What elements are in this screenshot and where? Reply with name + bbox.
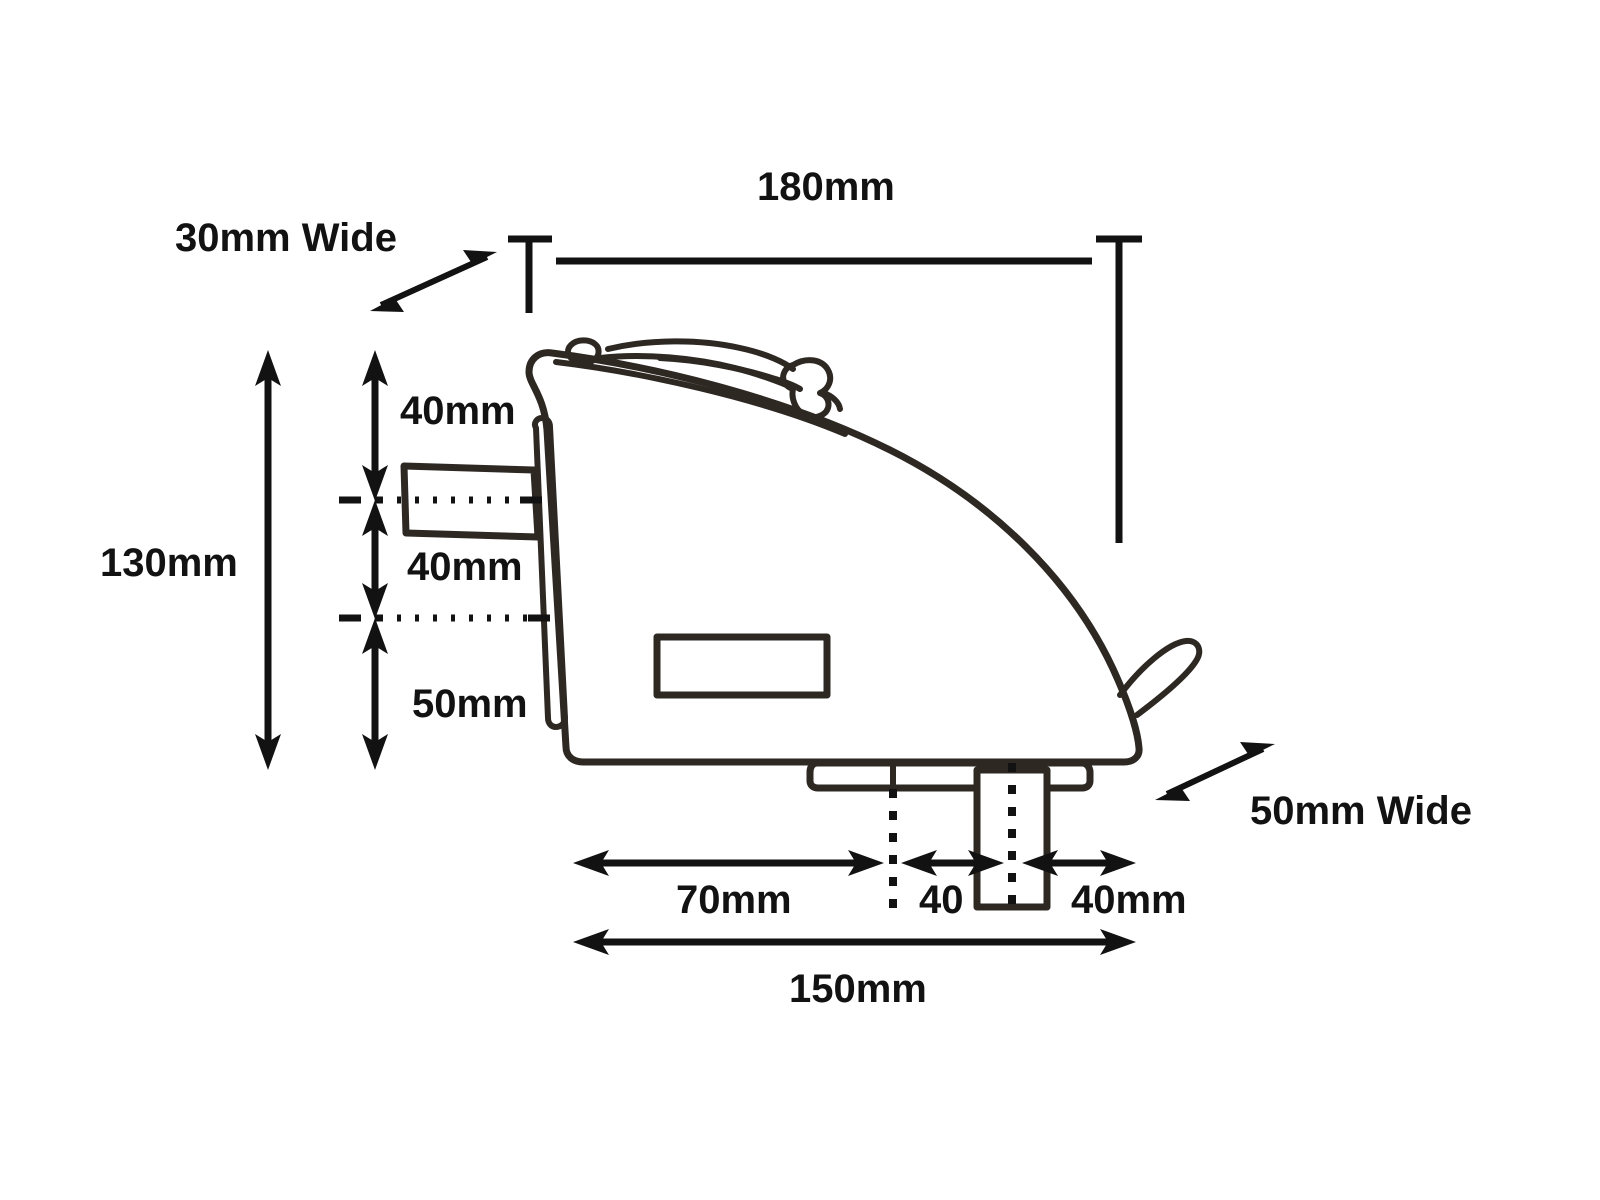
dimension-base-150mm: 150mm — [573, 929, 1136, 1011]
label-150mm: 150mm — [789, 967, 927, 1011]
drawstring-cord-outer — [553, 359, 848, 437]
arrow-head-40r-left — [1022, 850, 1058, 876]
cord-toggle-tail — [821, 390, 843, 412]
arrow-head-40l-top — [362, 500, 388, 536]
label-40-mid: 40 — [919, 878, 964, 922]
arrow-head-40l-bottom — [362, 583, 388, 619]
arrow-head-40mid-right — [968, 850, 1004, 876]
drawstring-cord-tail — [657, 355, 803, 392]
label-40mm-right: 40mm — [1071, 878, 1187, 922]
dimension-base-segments: 70mm 40 40mm — [573, 763, 1187, 922]
side-strap-vertical — [531, 415, 568, 730]
diag-arrow-head-upper-50 — [1238, 742, 1275, 762]
arrow-head-40r-right — [1100, 850, 1136, 876]
arrow-head-130-bottom — [255, 734, 281, 770]
arrow-head-150-left — [573, 929, 609, 955]
bag-body-outline — [525, 349, 1143, 766]
arrow-head-130-top — [255, 350, 281, 386]
front-patch-label — [653, 633, 831, 699]
arrow-head-50-bottom — [362, 734, 388, 770]
arrow-head-40mid-left — [901, 850, 937, 876]
label-40mm-upper: 40mm — [400, 389, 516, 433]
rear-pull-loop — [1117, 637, 1203, 718]
label-180mm: 180mm — [757, 165, 895, 209]
arrow-head-40u-bottom — [362, 465, 388, 501]
diag-arrow-head-upper-30 — [461, 250, 497, 270]
bag-illustration — [400, 337, 1203, 911]
label-50mm: 50mm — [412, 682, 528, 726]
label-70mm: 70mm — [676, 878, 792, 922]
label-40mm-lower: 40mm — [407, 545, 523, 589]
diag-arrow-head-lower-50 — [1155, 781, 1192, 801]
cord-toggle — [780, 357, 834, 421]
dimension-30mm-wide: 30mm Wide — [175, 216, 497, 312]
label-50mm-wide: 50mm Wide — [1250, 789, 1472, 833]
arrow-head-70-left — [573, 850, 609, 876]
arrow-head-70-right — [848, 850, 884, 876]
dimension-height-segments: 40mm 40mm 50mm — [339, 350, 553, 770]
dimension-50mm-wide: 50mm Wide — [1155, 742, 1472, 833]
dimension-top-180mm: 180mm — [508, 165, 1142, 543]
arrow-head-50-top — [362, 618, 388, 654]
label-130mm: 130mm — [100, 541, 238, 585]
arrow-head-150-right — [1100, 929, 1136, 955]
cord-keeper-loop — [565, 337, 602, 366]
arrow-head-40u-top — [362, 350, 388, 386]
label-30mm-wide: 30mm Wide — [175, 216, 397, 260]
dimension-height-130mm: 130mm — [100, 350, 281, 770]
drawstring-cord-upper-loop — [605, 338, 796, 372]
diag-arrow-head-lower-30 — [370, 292, 406, 312]
